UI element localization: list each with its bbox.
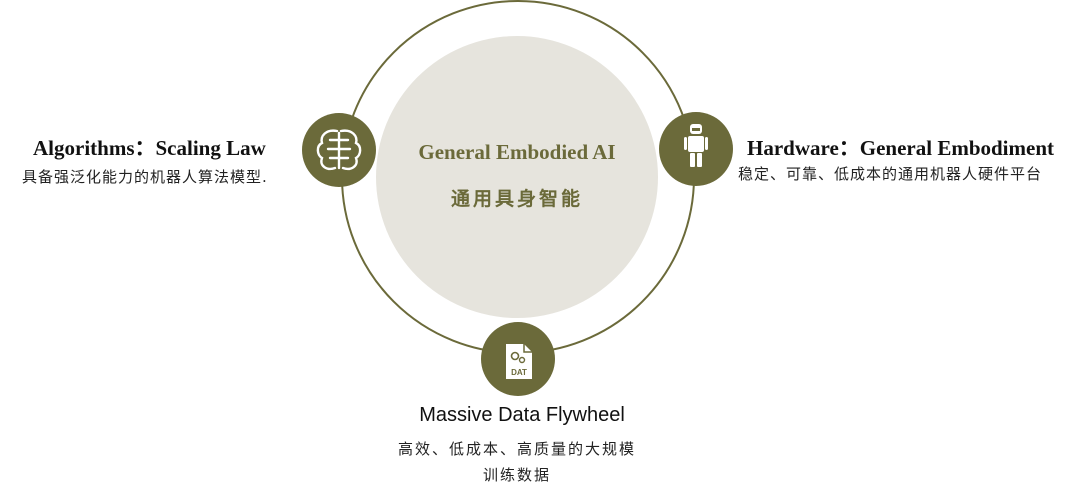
hardware-node [659,112,733,186]
data-file-icon: DAT [506,344,532,379]
robot-icon [684,124,708,167]
hardware-description: 稳定、可靠、低成本的通用机器人硬件平台 [738,165,1043,183]
brain-icon [316,129,362,171]
center-title-en: General Embodied AI [418,140,616,164]
data-description-line2: 训练数据 [482,466,552,484]
center-title-cn: 通用具身智能 [450,188,584,210]
hardware-title: Hardware：General Embodiment [747,136,1055,160]
algorithms-node [302,113,376,187]
data-node: DAT [481,322,555,396]
algorithms-description: 具备强泛化能力的机器人算法模型. [22,168,268,186]
center-circle [376,36,658,318]
algorithms-title: Algorithms：Scaling Law [33,136,266,160]
data-description-line1: 高效、低成本、高质量的大规模 [397,440,637,458]
data-title: Massive Data Flywheel [419,404,625,426]
data-file-icon-label: DAT [511,368,527,377]
